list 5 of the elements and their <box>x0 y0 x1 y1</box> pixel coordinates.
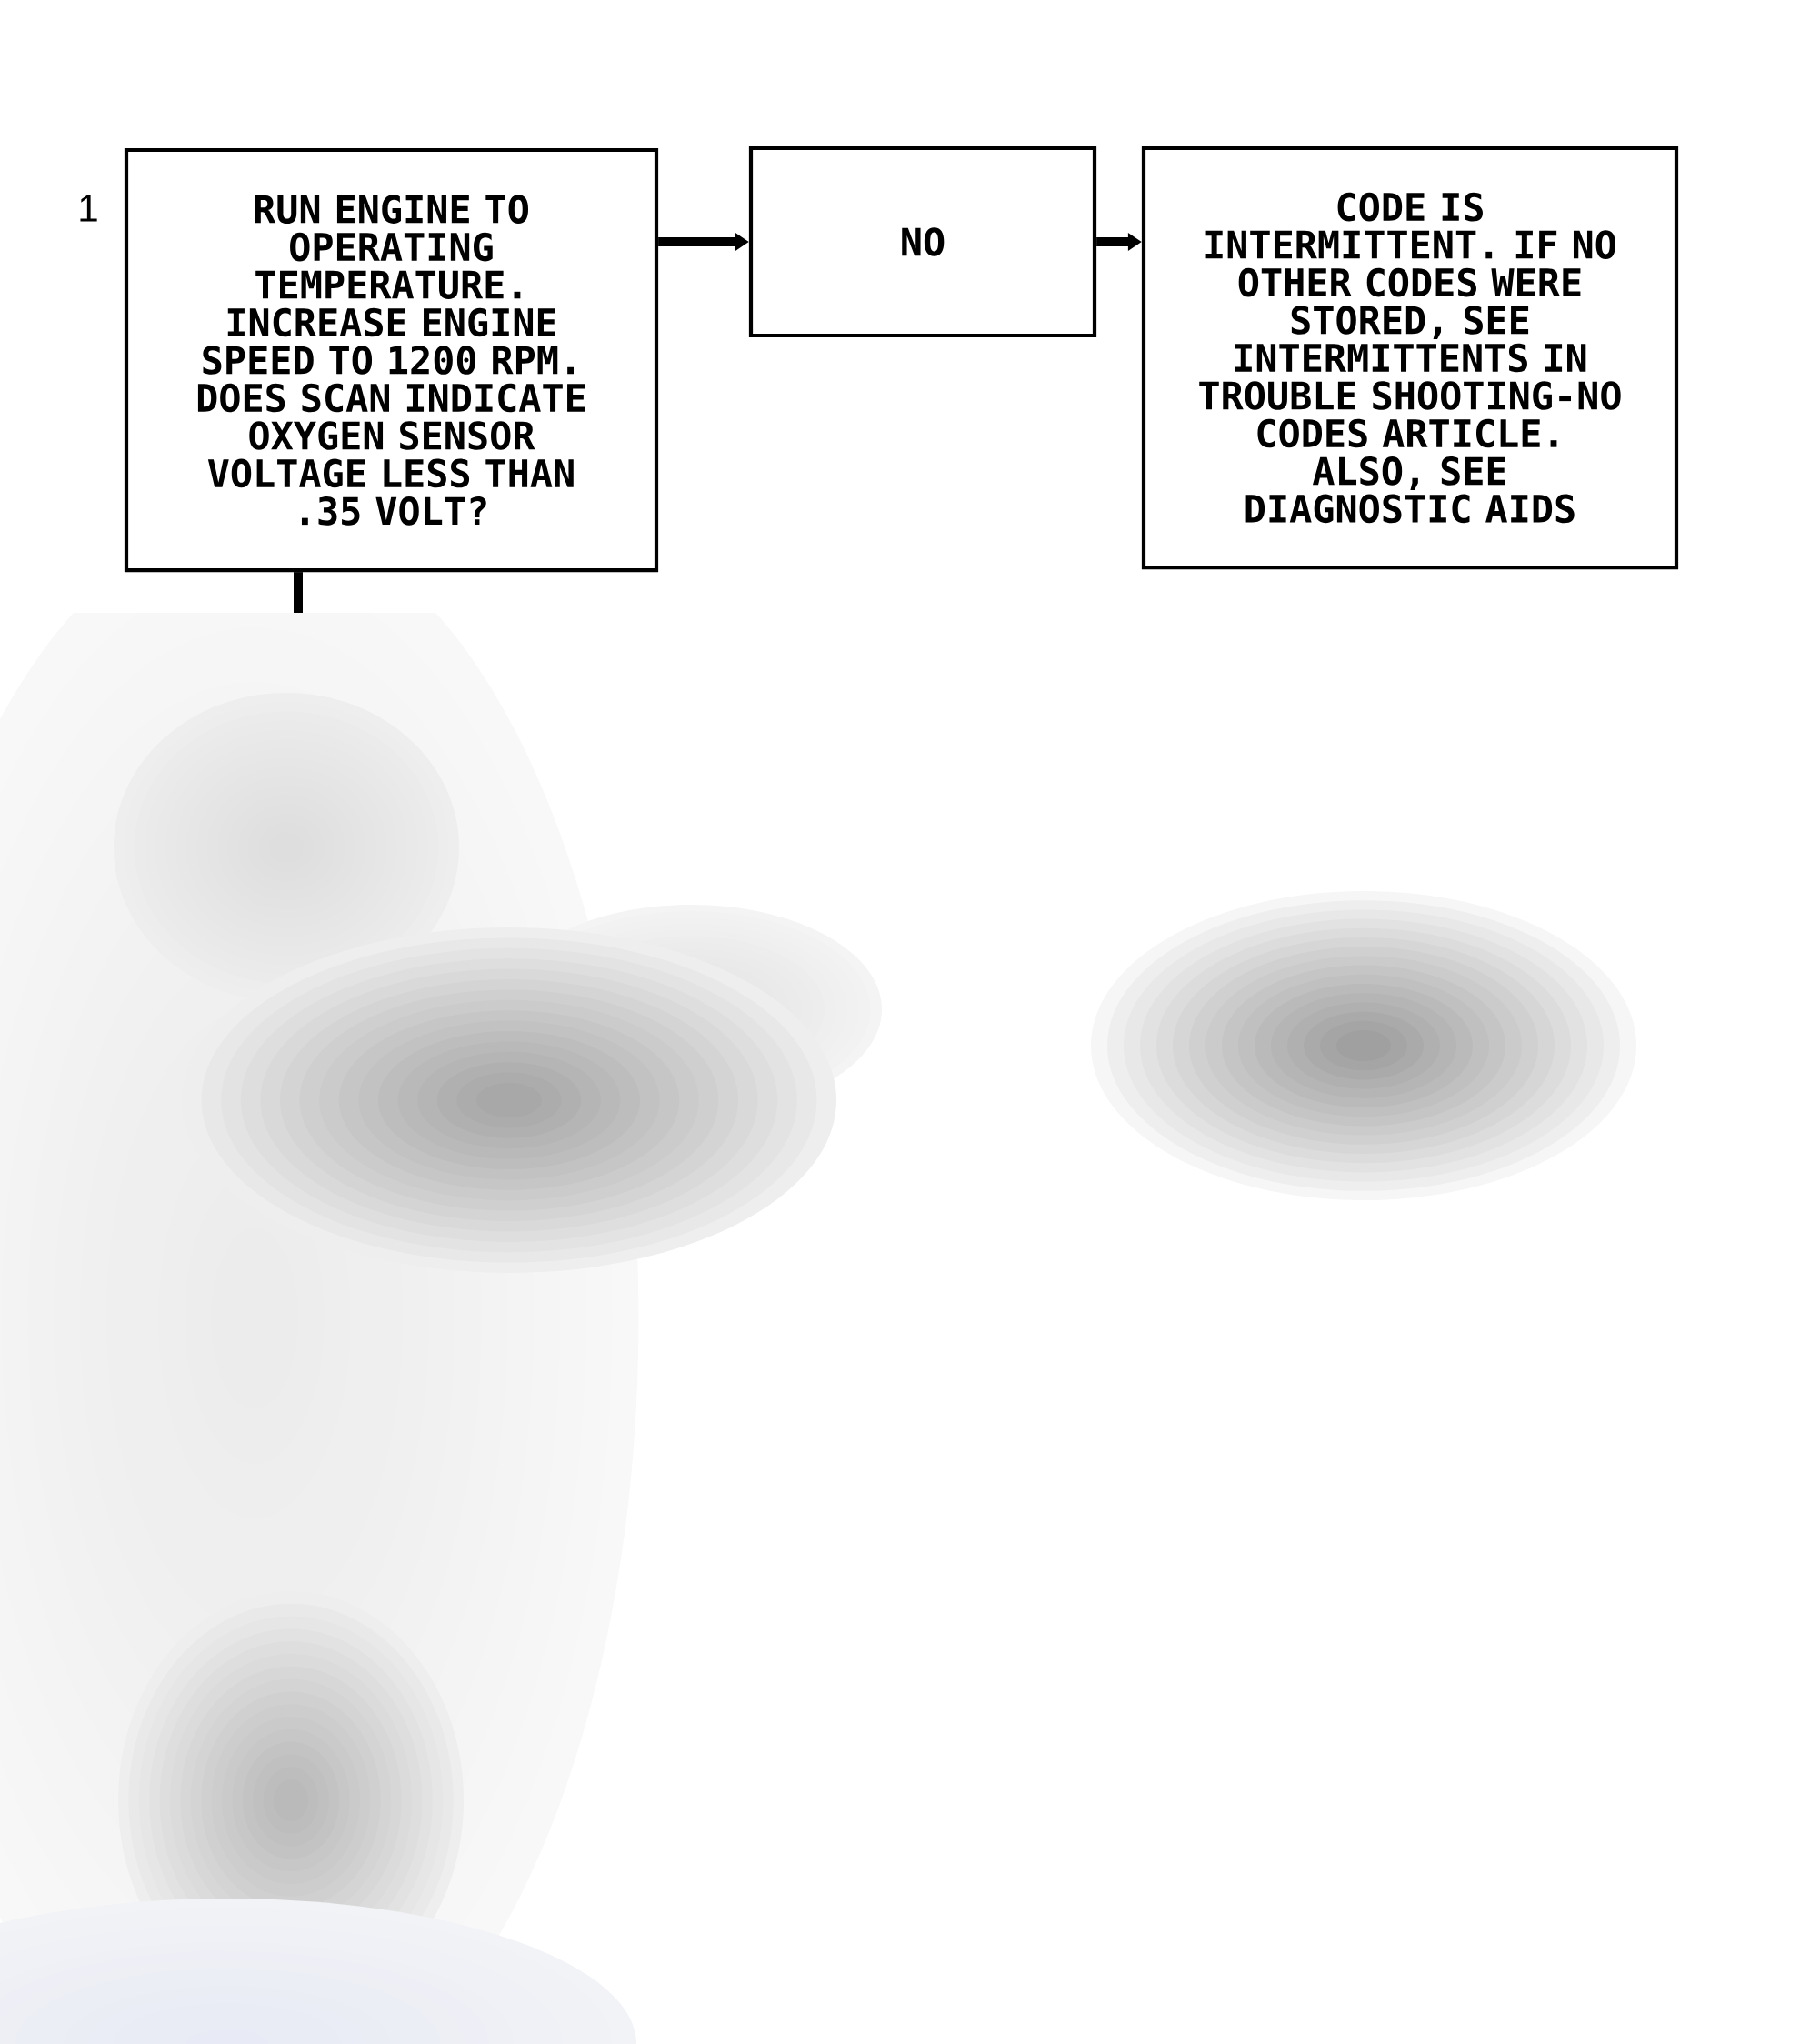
connector-line <box>294 572 303 613</box>
instruction-box: CODE IS INTERMITTENT. IF NO OTHER CODES WERE STORED, SEE INTERMITTENTS IN TROUBLE SHOOTING-NO CODES ARTICLE. ALSO, SEE DIAGNOSTIC AIDS <box>1141 145 1679 570</box>
outcome-box: NO <box>748 145 1097 338</box>
step-number: 1 <box>80 195 97 222</box>
question-box: RUN ENGINE TO OPERATING TEMPERATURE. INCREASE ENGINE SPEED TO 1200 RPM. DOES SCAN INDICATE OXYGEN SENSOR VOLTAGE LESS THAN .35 VOLT? <box>124 147 659 573</box>
